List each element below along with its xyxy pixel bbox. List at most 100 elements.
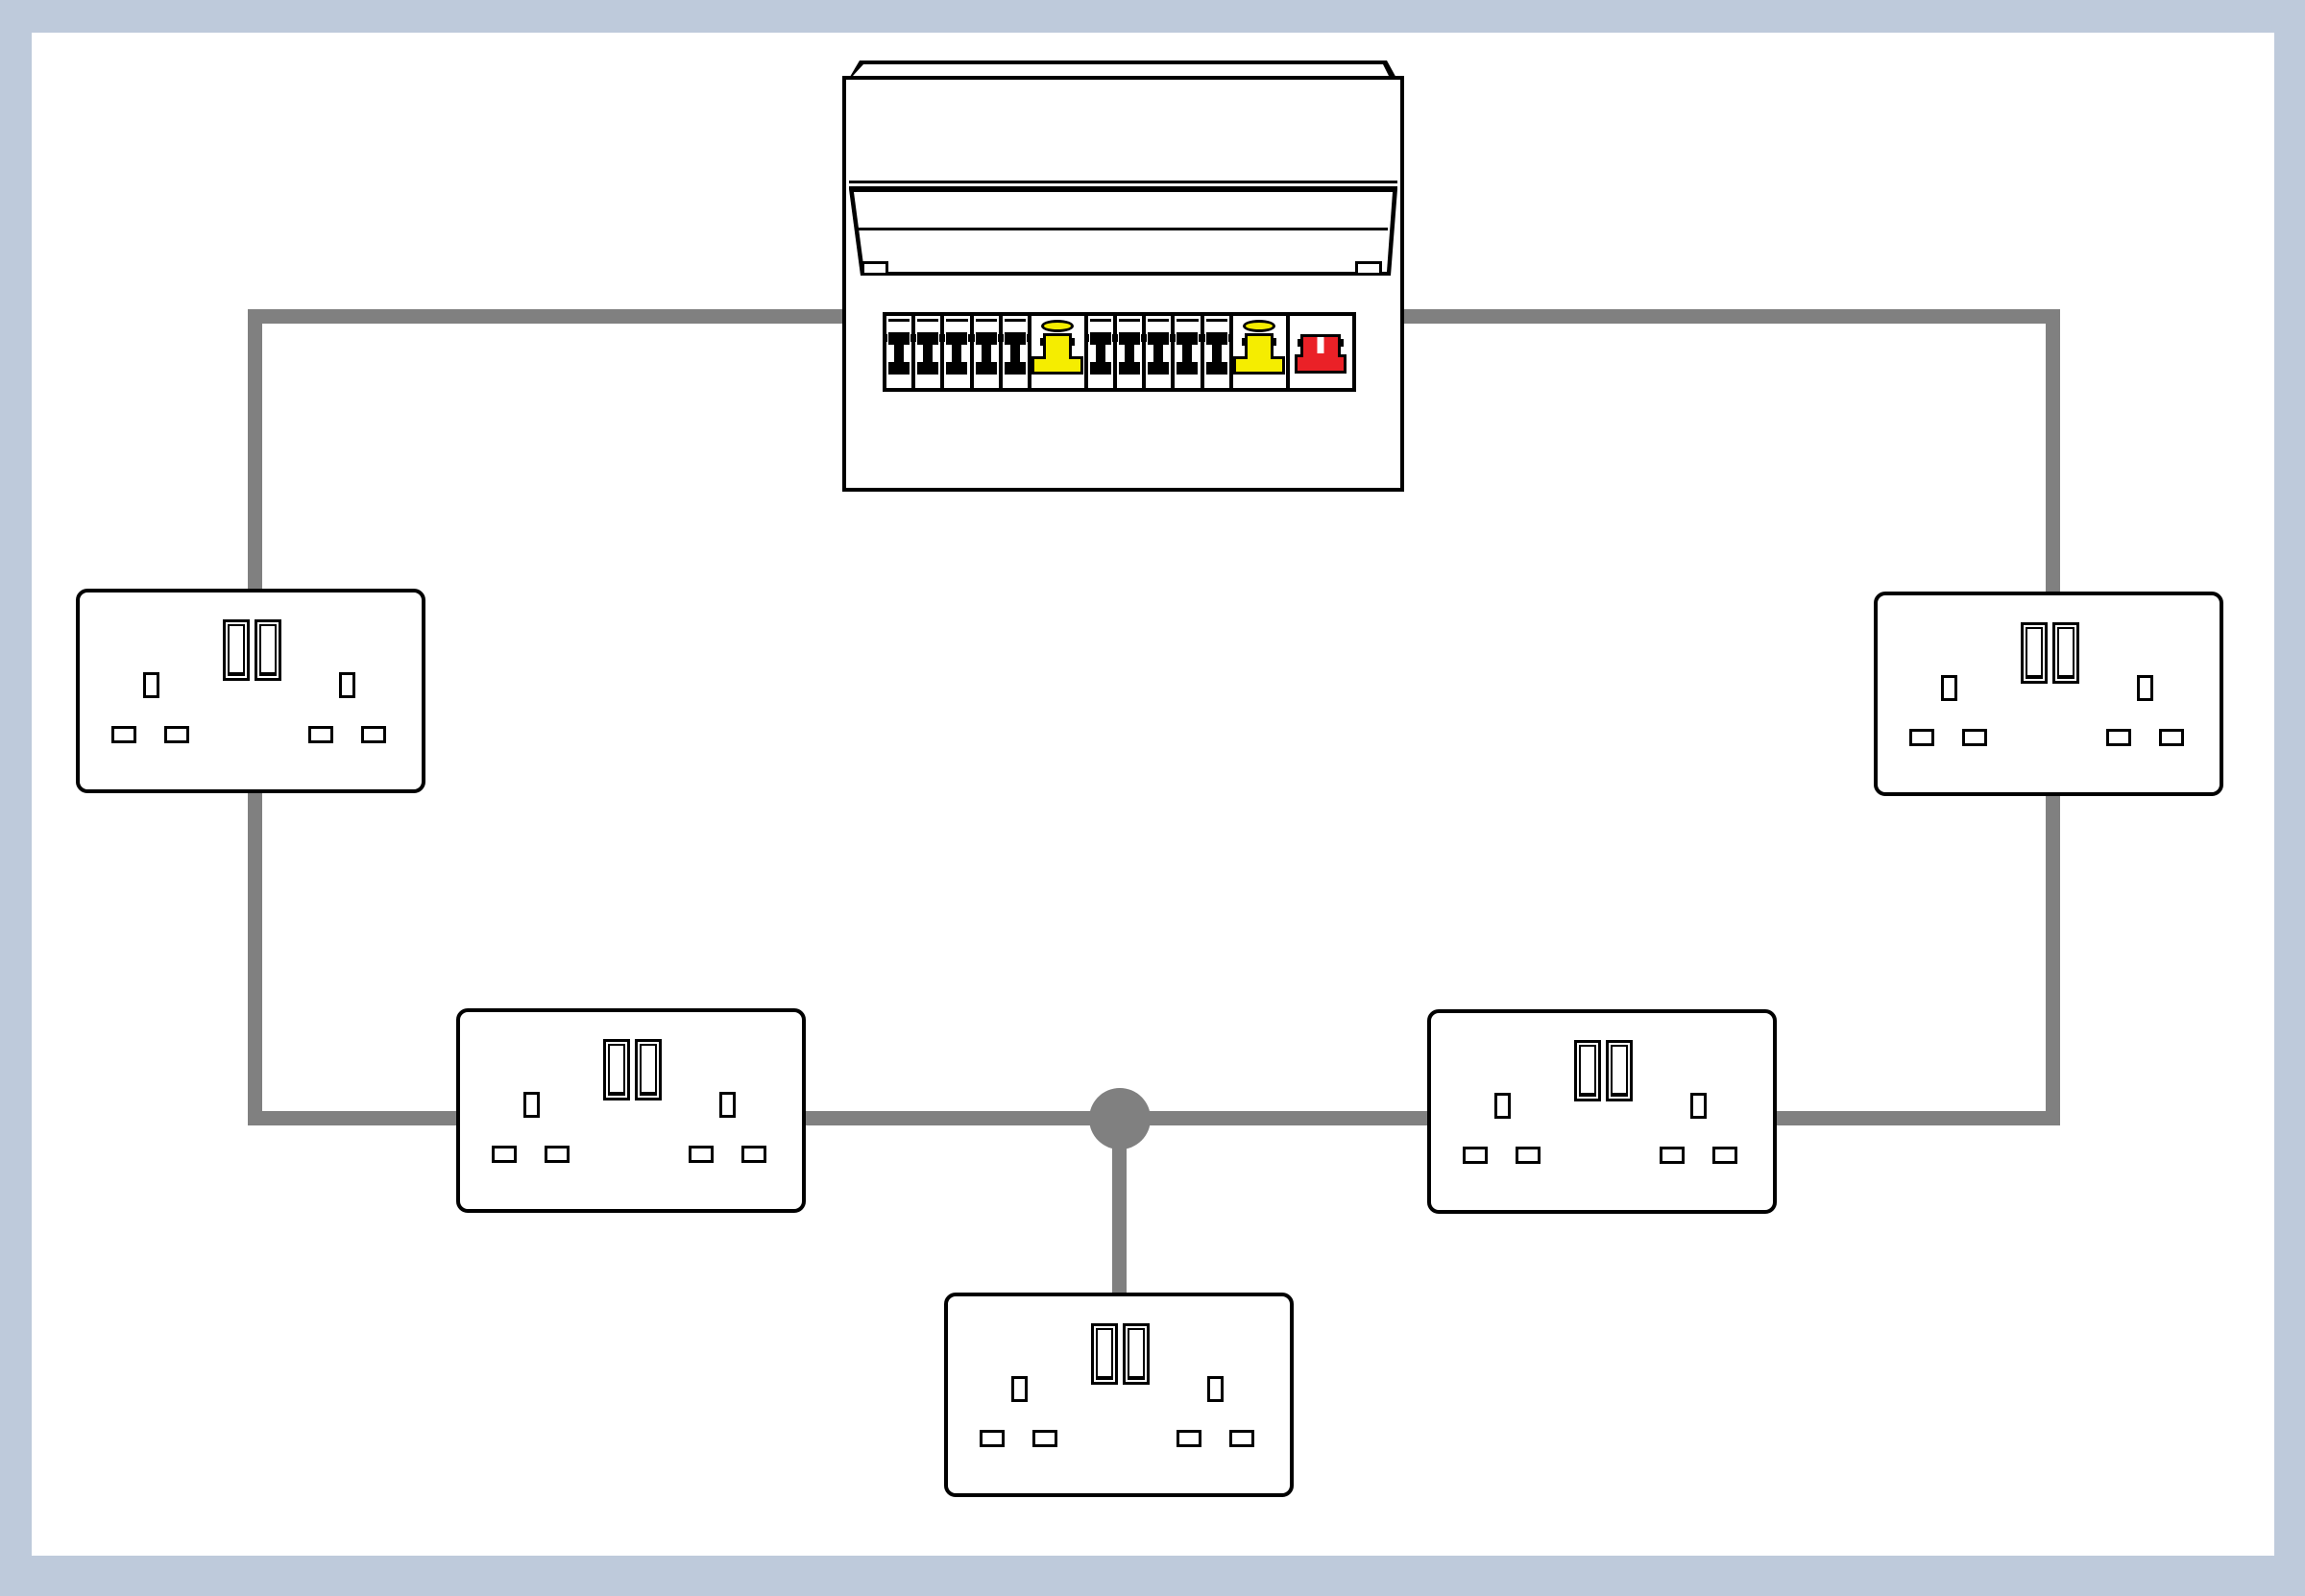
breaker-strip	[883, 312, 1356, 392]
toggle-stem	[1153, 344, 1164, 363]
toggle-top-cap	[1119, 332, 1141, 345]
consumer-unit	[842, 60, 1404, 492]
mcb-toggle	[911, 332, 945, 375]
rocker-switch-left	[1091, 1323, 1118, 1385]
toggle-ear-left	[1113, 334, 1119, 342]
live-slot-left-outlet	[492, 1146, 517, 1163]
toggle-bottom-cap	[1089, 362, 1111, 375]
junction-dot	[1089, 1088, 1151, 1149]
toggle-stem	[1182, 344, 1193, 363]
main-switch-base	[1295, 354, 1347, 374]
neutral-slot-right-outlet	[2159, 729, 2184, 746]
consumer-unit-top-flap-face	[853, 64, 1389, 76]
toggle-ear-right	[1227, 334, 1233, 342]
main-switch	[1289, 316, 1353, 388]
toggle-bottom-cap	[888, 362, 910, 375]
earth-pin-right-outlet	[1207, 1376, 1224, 1402]
consumer-unit-enclosure	[842, 76, 1404, 492]
lid-clip-left	[861, 261, 888, 276]
toggle-ear-left	[1200, 334, 1205, 342]
rocker-face	[608, 1044, 625, 1096]
live-slot-left-outlet	[111, 726, 136, 743]
toggle-ear-right	[1339, 339, 1345, 347]
mcb-breaker	[1142, 316, 1176, 388]
neutral-slot-left-outlet	[1962, 729, 1987, 746]
breaker-label-window	[975, 319, 997, 322]
mcb-breaker	[883, 316, 916, 388]
toggle-ear-left	[940, 334, 946, 342]
mcb-toggle	[883, 332, 916, 375]
rcd-test-indicator	[1041, 320, 1075, 332]
toggle-bottom-cap	[1148, 362, 1170, 375]
earth-pin-right-outlet	[1690, 1093, 1707, 1119]
rcd-test-indicator	[1243, 320, 1276, 332]
socket-left	[76, 589, 425, 793]
rocker-switch-left	[1574, 1040, 1601, 1101]
neutral-slot-right-outlet	[1712, 1147, 1737, 1164]
mcb-breaker	[1113, 316, 1147, 388]
socket-spur	[944, 1293, 1294, 1497]
toggle-stem	[1211, 344, 1222, 363]
socket-right	[1874, 592, 2223, 796]
toggle-bottom-cap	[975, 362, 997, 375]
earth-pin-right-outlet	[339, 672, 355, 698]
live-slot-right-outlet	[2106, 729, 2131, 746]
rocker-face	[1096, 1328, 1113, 1380]
breaker-label-window	[917, 319, 939, 322]
toggle-stem	[1125, 344, 1135, 363]
rocker-switch-left	[603, 1039, 630, 1100]
toggle-stem	[1095, 344, 1105, 363]
neutral-slot-left-outlet	[545, 1146, 570, 1163]
toggle-stem	[894, 344, 905, 363]
toggle-top-cap	[888, 332, 910, 345]
toggle-ear-left	[883, 334, 888, 342]
toggle-ear-left	[998, 334, 1004, 342]
earth-pin-left-outlet	[523, 1092, 540, 1118]
breaker-label-window	[888, 319, 910, 322]
toggle-stem	[981, 344, 991, 363]
toggle-ear-right	[1070, 338, 1076, 346]
mcb-breaker	[911, 316, 945, 388]
mcb-toggle	[1142, 332, 1176, 375]
toggle-top-cap	[1004, 332, 1026, 345]
neutral-slot-right-outlet	[361, 726, 386, 743]
rocker-face	[2026, 627, 2043, 679]
breaker-label-window	[1205, 319, 1227, 322]
toggle-bottom-cap	[917, 362, 939, 375]
consumer-unit-lid-hinge	[849, 181, 1397, 189]
rocker-face	[2057, 627, 2074, 679]
toggle-bottom-cap	[1004, 362, 1026, 375]
rocker-switch-right	[635, 1039, 662, 1100]
live-slot-left-outlet	[1909, 729, 1934, 746]
rocker-switch-right	[255, 619, 281, 681]
toggle-top-cap	[917, 332, 939, 345]
rocker-face	[1611, 1045, 1628, 1097]
rocker-face	[640, 1044, 657, 1096]
toggle-ear-left	[1142, 334, 1148, 342]
earth-pin-left-outlet	[1494, 1093, 1511, 1119]
socket-bottom-right	[1427, 1009, 1777, 1214]
toggle-ear-left	[969, 334, 975, 342]
neutral-slot-left-outlet	[1516, 1147, 1541, 1164]
mcb-breaker	[969, 316, 1003, 388]
breaker-label-window	[1177, 319, 1199, 322]
live-slot-left-outlet	[1463, 1147, 1488, 1164]
rocker-switch-right	[1123, 1323, 1150, 1385]
earth-pin-left-outlet	[1941, 675, 1957, 701]
lid-clip-right	[1355, 261, 1382, 276]
live-slot-right-outlet	[1177, 1430, 1201, 1447]
mcb-toggle	[969, 332, 1003, 375]
toggle-top-cap	[1148, 332, 1170, 345]
toggle-stem	[952, 344, 962, 363]
rocker-switch-left	[2021, 622, 2048, 684]
live-slot-right-outlet	[1660, 1147, 1685, 1164]
rocker-face	[228, 624, 245, 676]
live-slot-right-outlet	[689, 1146, 714, 1163]
lid-crease-line	[858, 228, 1388, 230]
earth-pin-left-outlet	[143, 672, 159, 698]
toggle-bottom-cap	[1205, 362, 1227, 375]
consumer-unit-lid-face	[854, 192, 1393, 272]
breaker-label-window	[1148, 319, 1170, 322]
toggle-ear-left	[1242, 338, 1248, 346]
